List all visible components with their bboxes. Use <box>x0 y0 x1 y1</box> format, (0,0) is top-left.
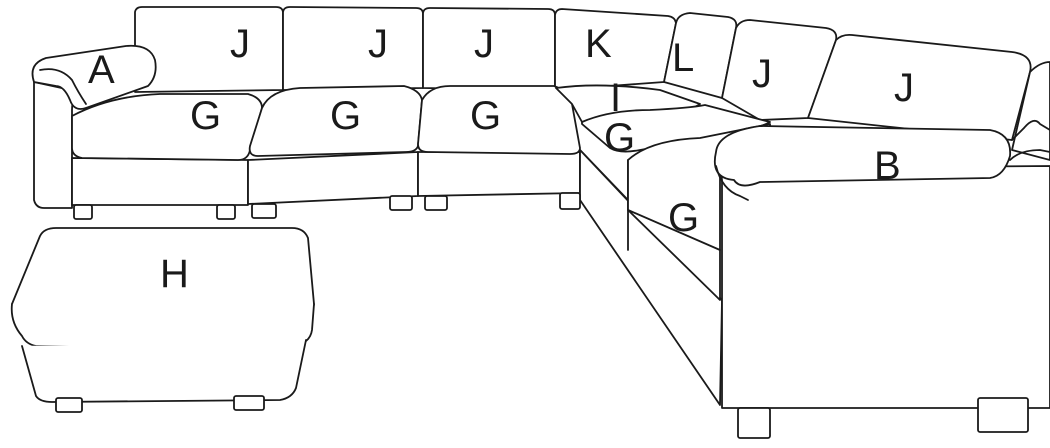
label-back-3: J <box>474 24 494 64</box>
label-back-5: J <box>894 68 914 108</box>
label-seat-4: G <box>604 118 635 158</box>
back-cushion-2 <box>283 7 423 90</box>
seat-cushion-1 <box>72 94 262 160</box>
label-seat-5: G <box>668 198 699 238</box>
ottoman-cushion-band <box>12 304 314 346</box>
leg-3 <box>252 204 276 218</box>
label-seat-2: G <box>330 96 361 136</box>
ottoman-leg-1 <box>56 398 82 412</box>
label-seat-1: G <box>190 96 221 136</box>
leg-5 <box>425 196 447 210</box>
arm-right-body <box>722 166 1050 408</box>
leg-6 <box>560 193 580 209</box>
back-cushion-1 <box>135 7 283 92</box>
label-arm-right: B <box>874 146 901 186</box>
leg-4 <box>390 196 412 210</box>
label-back-corner-k: K <box>585 24 612 64</box>
label-arm-left: A <box>88 50 115 90</box>
leg-8 <box>978 398 1028 432</box>
label-corner-seat: I <box>610 78 621 118</box>
leg-2 <box>217 205 235 219</box>
label-ottoman: H <box>160 254 189 294</box>
seat-base-3 <box>418 152 580 196</box>
back-cushion-5 <box>808 35 1031 140</box>
ottoman-base <box>22 340 306 402</box>
label-back-1: J <box>230 24 250 64</box>
leg-7 <box>738 408 770 438</box>
label-back-corner-l: L <box>672 38 694 78</box>
label-seat-3: G <box>470 96 501 136</box>
leg-1 <box>74 205 92 219</box>
arm-right-top <box>715 126 1010 186</box>
ottoman-leg-2 <box>234 396 264 410</box>
label-back-4: J <box>752 54 772 94</box>
seat-base-1 <box>72 158 248 205</box>
label-back-2: J <box>368 24 388 64</box>
